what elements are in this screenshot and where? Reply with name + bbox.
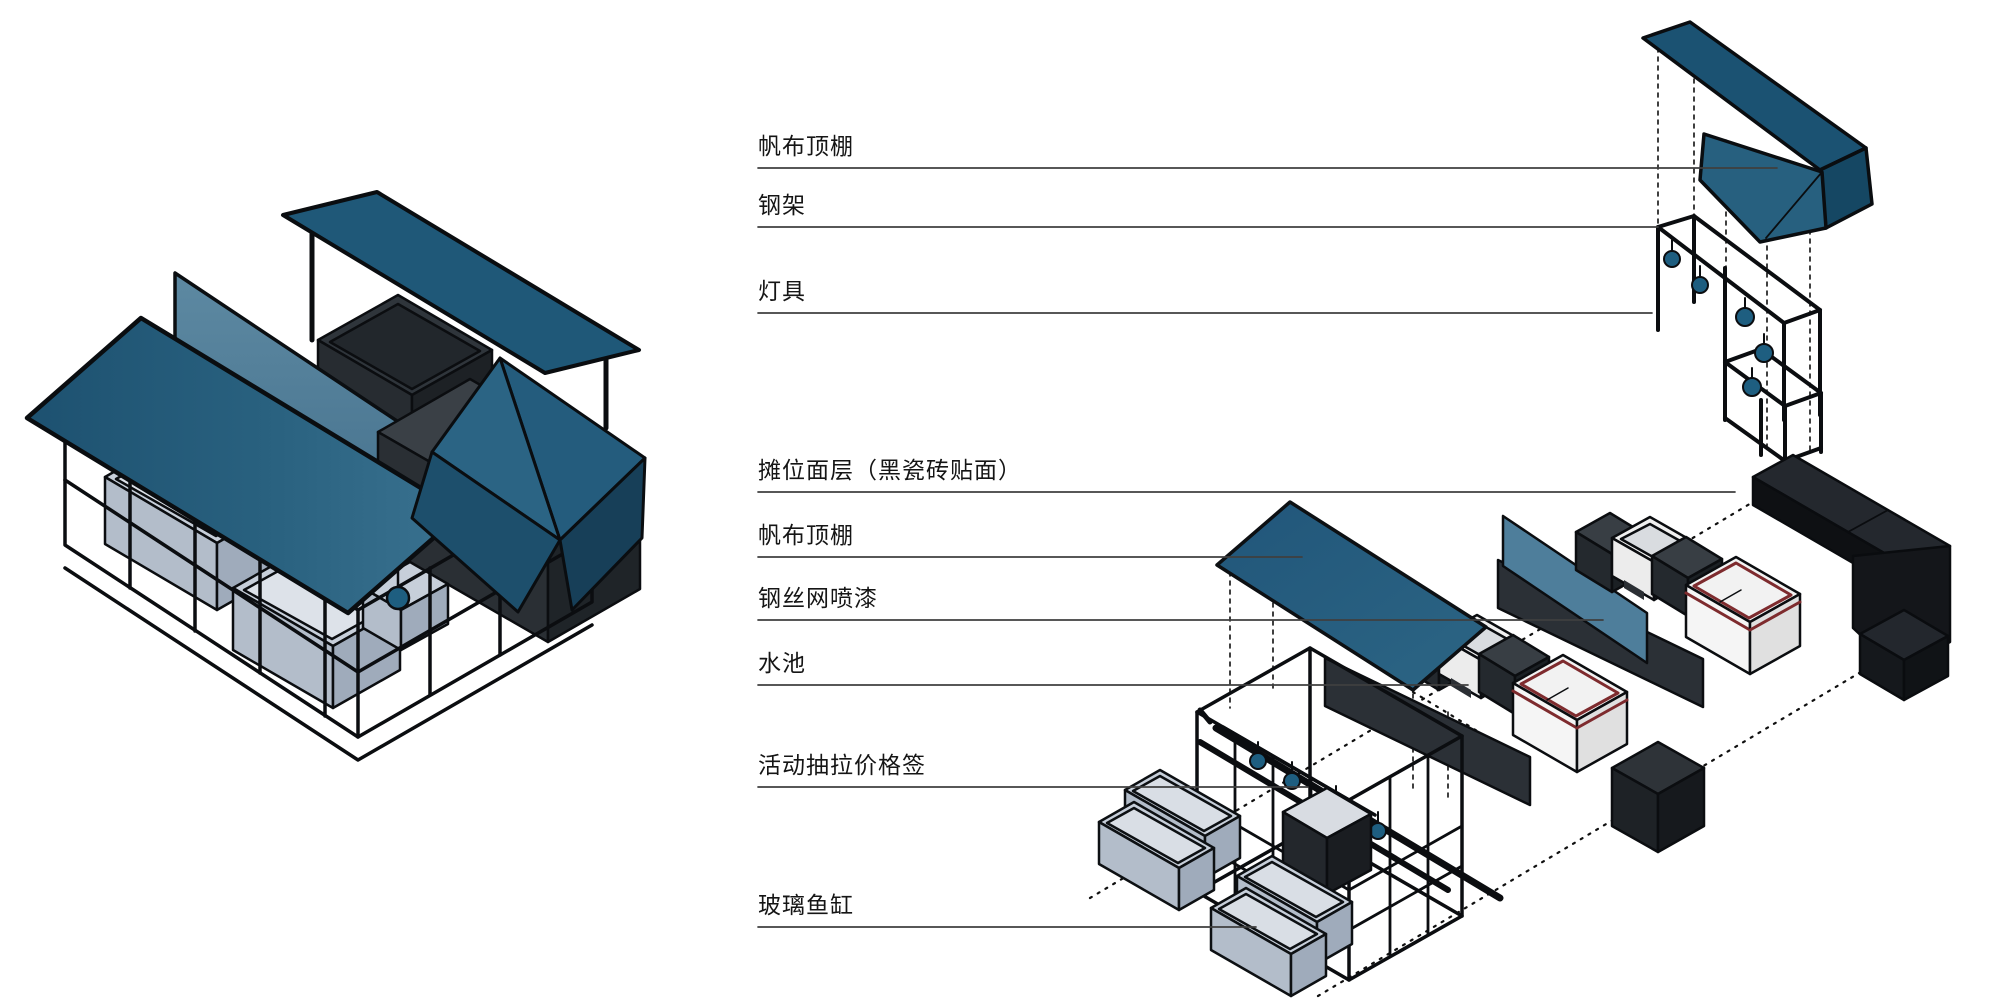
pendant-lamp (1691, 276, 1709, 294)
label-glass-fish-tank: 玻璃鱼缸 (758, 892, 854, 918)
leader-lines (757, 167, 1778, 928)
far-freezer (1684, 555, 1802, 676)
label-lamps: 灯具 (758, 278, 806, 304)
pendant-lamp (1742, 377, 1762, 397)
assembled-hip-canopy (410, 356, 647, 614)
label-stall-surface: 摊位面层（黑瓷砖贴面） (758, 457, 1022, 483)
exploded-pendant-lamps (1663, 239, 1774, 397)
label-canvas-roof-top: 帆布顶棚 (758, 133, 854, 159)
assembled-rear-canvas-roof (281, 190, 641, 431)
pendant-lamp (1249, 752, 1267, 770)
assembled-stall-illustration (24, 190, 647, 762)
pendant-lamp (1754, 343, 1774, 363)
fish-tank-pair (1097, 768, 1242, 912)
pendant-lamp (1283, 772, 1301, 790)
exploded-canvas-roof (1641, 20, 1874, 244)
exploded-black-tile-counter (1751, 453, 1952, 702)
far-stall-row (1496, 511, 1802, 709)
ground-steel-frame (1195, 646, 1504, 982)
exploded-steel-frame (1656, 214, 1823, 464)
assembled-pendant-lamp (385, 558, 411, 611)
near-backdrop-panel (1323, 656, 1532, 807)
label-price-tag: 活动抽拉价格签 (758, 752, 926, 778)
pendant-lamp (1663, 250, 1681, 268)
exploded-view (757, 20, 1952, 998)
label-sink: 水池 (758, 650, 806, 676)
near-freezer (1511, 653, 1629, 774)
near-stall-row (1215, 500, 1706, 854)
label-steel-frame: 钢架 (758, 192, 806, 218)
label-canvas-roof-2: 帆布顶棚 (758, 522, 854, 548)
pendant-lamp (1735, 307, 1755, 327)
near-canvas-roof (1215, 500, 1488, 692)
near-dark-cube (1610, 740, 1706, 854)
fish-tank-pair (1209, 854, 1354, 998)
label-wire-mesh-paint: 钢丝网喷漆 (758, 585, 878, 611)
pendant-lamp (1369, 822, 1387, 840)
